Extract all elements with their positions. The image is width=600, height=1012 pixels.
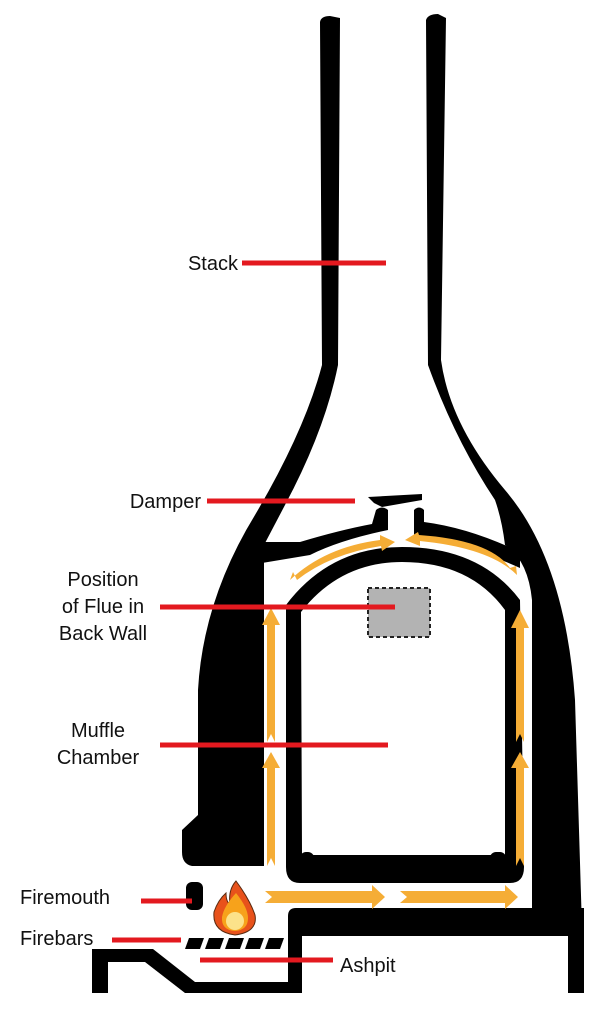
label-flue-line3: Back Wall [59, 623, 147, 645]
arrow-bottom-2 [400, 885, 518, 909]
label-damper: Damper [130, 491, 201, 513]
label-flue-line2: of Flue in [62, 596, 144, 618]
firebars [185, 938, 284, 949]
right-wall [426, 14, 584, 993]
fire-icon [213, 880, 256, 936]
muffle-corner-left [300, 852, 314, 866]
flue-position-square [367, 587, 431, 638]
arrow-arch-left [290, 535, 395, 580]
label-firemouth: Firemouth [20, 887, 110, 909]
arrow-left-upper [262, 608, 280, 742]
label-firebars: Firebars [20, 928, 93, 950]
arrow-right-upper [511, 610, 529, 742]
left-wall [182, 16, 340, 866]
arrow-arch-right [405, 532, 517, 575]
arrow-left-lower [262, 752, 280, 866]
damper [368, 494, 422, 507]
label-ashpit: Ashpit [340, 955, 396, 977]
arrow-bottom-1 [265, 885, 385, 909]
muffle-chamber-wall [286, 547, 524, 883]
ashpit-wall [92, 949, 290, 993]
roof-left [262, 507, 388, 563]
firemouth [186, 882, 203, 910]
kiln-floor [288, 908, 584, 993]
label-muffle-line2: Chamber [57, 747, 140, 769]
label-stack: Stack [188, 253, 239, 275]
roof-right [414, 507, 520, 568]
arrow-right-lower [511, 752, 529, 866]
label-flue-line1: Position [67, 569, 138, 591]
label-muffle-line1: Muffle [71, 720, 125, 742]
leader-lines [112, 260, 395, 963]
airflow-arrows [262, 532, 529, 909]
muffle-corner-right [490, 852, 506, 866]
